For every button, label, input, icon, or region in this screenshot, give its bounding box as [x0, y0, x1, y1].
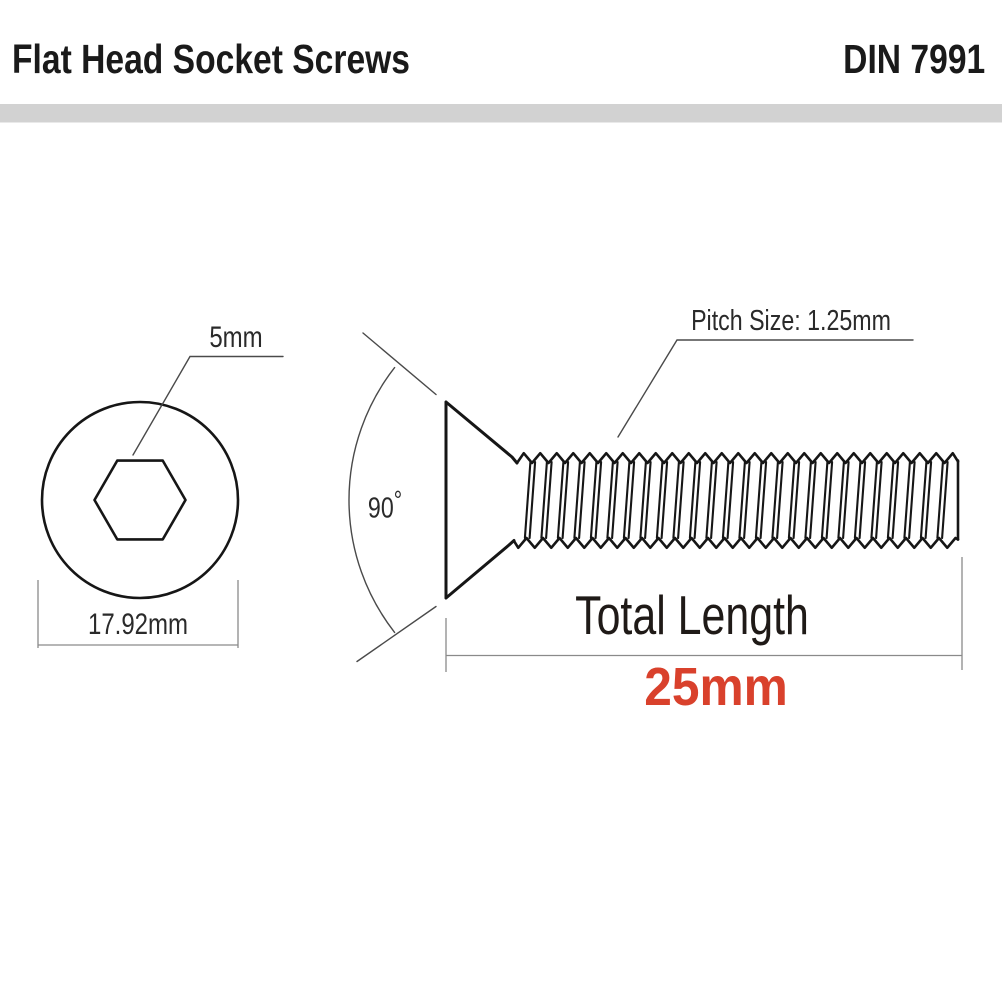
thread-flank-lines — [523, 460, 949, 540]
angle-value: 90 — [367, 492, 394, 525]
angle-line-top — [362, 332, 437, 396]
side-view — [348, 332, 963, 672]
pitch-leader-line — [617, 339, 914, 438]
total-length-value: 25mm — [644, 657, 788, 717]
angle-line-bottom — [356, 605, 437, 663]
total-length-label: Total Length — [575, 584, 809, 646]
din-standard-label: DIN 7991 — [842, 36, 985, 82]
header-divider-bar — [0, 104, 1002, 123]
page-title: Flat Head Socket Screws — [12, 36, 411, 82]
head-diameter-label: 17.92mm — [87, 608, 189, 641]
countersink-angle-label: 90° — [353, 486, 417, 523]
countersunk-head-outline — [444, 400, 519, 600]
hex-socket-outline — [93, 459, 187, 541]
angle-arc — [348, 366, 396, 634]
countersink-angle-annotation — [348, 332, 437, 663]
head-diameter-dimension-lines — [37, 580, 239, 648]
total-length-dimension — [445, 557, 963, 672]
pitch-size-label: Pitch Size: 1.25mm — [691, 305, 891, 337]
socket-size-leader-line — [132, 355, 284, 456]
thread-top-edge — [515, 451, 960, 465]
screw-head-circle — [40, 400, 240, 600]
front-view — [37, 355, 284, 648]
head-diameter-dimension — [37, 580, 239, 648]
degree-symbol: ° — [393, 485, 403, 515]
socket-size-label: 5mm — [209, 321, 263, 354]
total-length-dimension-lines — [445, 557, 963, 672]
thread-bottom-edge — [512, 536, 960, 550]
